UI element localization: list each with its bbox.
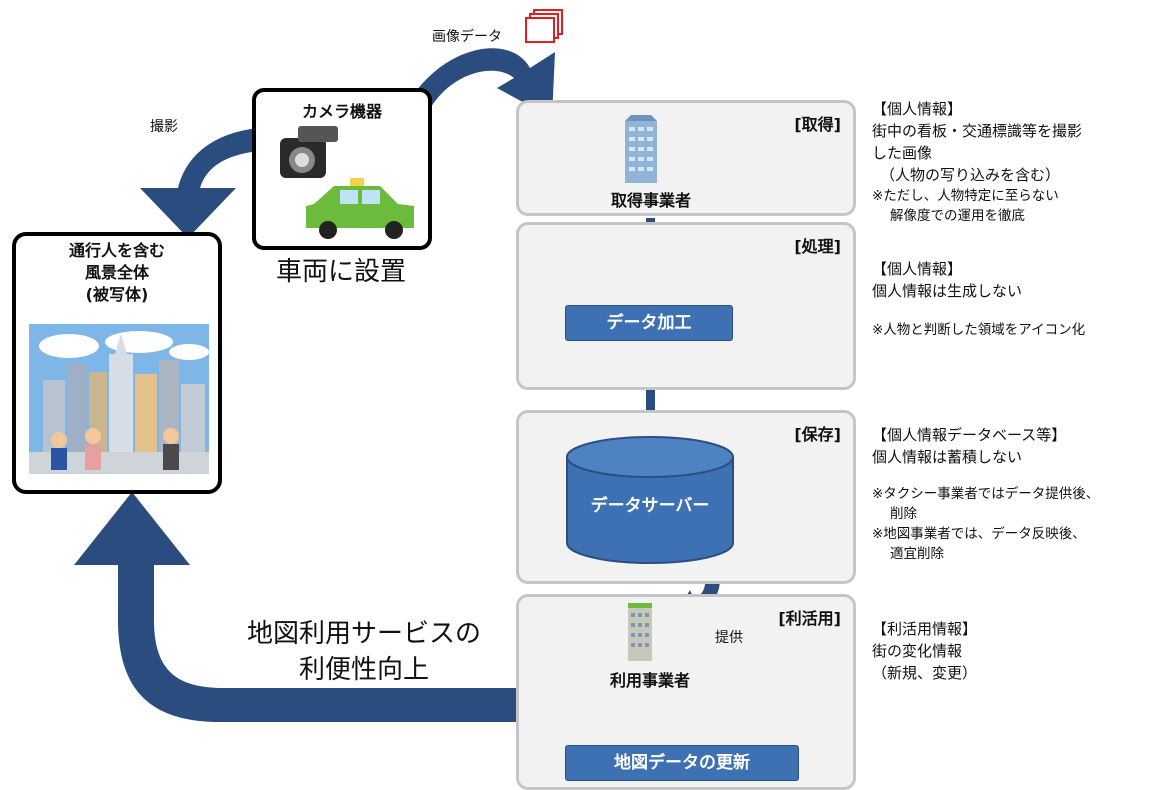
stage-acquire-label: [取得] <box>794 115 841 134</box>
city-scene-illustration <box>29 324 209 474</box>
shoot-label: 撮影 <box>150 119 178 135</box>
feedback-text: 地図利用サービスの 利便性向上 <box>246 619 481 685</box>
feedback-arrow <box>74 492 552 722</box>
office-building-icon <box>625 115 657 183</box>
user-business-caption: 利用事業者 <box>609 671 690 690</box>
map-data-update-box: 地図データの更新 <box>565 745 799 781</box>
stage-process: [処理] データ加工 <box>516 222 856 390</box>
stage-use-label: [利活用] <box>778 609 841 628</box>
camera-title: カメラ機器 <box>301 102 382 121</box>
stage-store-label: [保存] <box>794 425 841 444</box>
note-use: 【利活用情報】 街の変化情報 （新規、変更） <box>872 620 978 682</box>
mount-label: 車両に設置 <box>275 257 406 287</box>
camera-and-taxi-illustration <box>280 126 414 239</box>
data-server-cylinder <box>566 436 734 564</box>
note-acquire: 【個人情報】 街中の看板・交通標識等を撮影 した画像 （人物の写り込みを含む） … <box>872 100 1083 224</box>
stage-acquire: [取得] 取得事業者 <box>516 100 856 216</box>
data-server-label: データサーバー <box>590 496 710 516</box>
subject-title: 通行人を含む 風景全体 (被写体) <box>68 241 165 304</box>
shoot-arrow <box>140 126 300 238</box>
user-building-icon <box>628 603 652 661</box>
note-store: 【個人情報データベース等】 個人情報は蓄積しない ※タクシー事業者ではデータ提供… <box>872 426 1100 562</box>
provide-label: 提供 <box>715 630 743 646</box>
subject-box: 通行人を含む 風景全体 (被写体) <box>12 232 222 494</box>
acquire-business-caption: 取得事業者 <box>610 191 691 210</box>
stage-store: [保存] データサーバー <box>516 410 856 584</box>
image-data-arrow <box>405 48 555 119</box>
stage-use: [利活用] 提供 利用事業者 地図データの更新 <box>516 594 856 790</box>
data-processing-box: データ加工 <box>565 305 733 341</box>
image-data-document-icon <box>525 9 563 43</box>
stage-process-label: [処理] <box>794 237 841 256</box>
note-process: 【個人情報】 個人情報は生成しない ※人物と判断した領域をアイコン化 <box>872 260 1086 338</box>
camera-box: カメラ機器 <box>252 88 432 250</box>
image-data-label: 画像データ <box>432 29 502 45</box>
